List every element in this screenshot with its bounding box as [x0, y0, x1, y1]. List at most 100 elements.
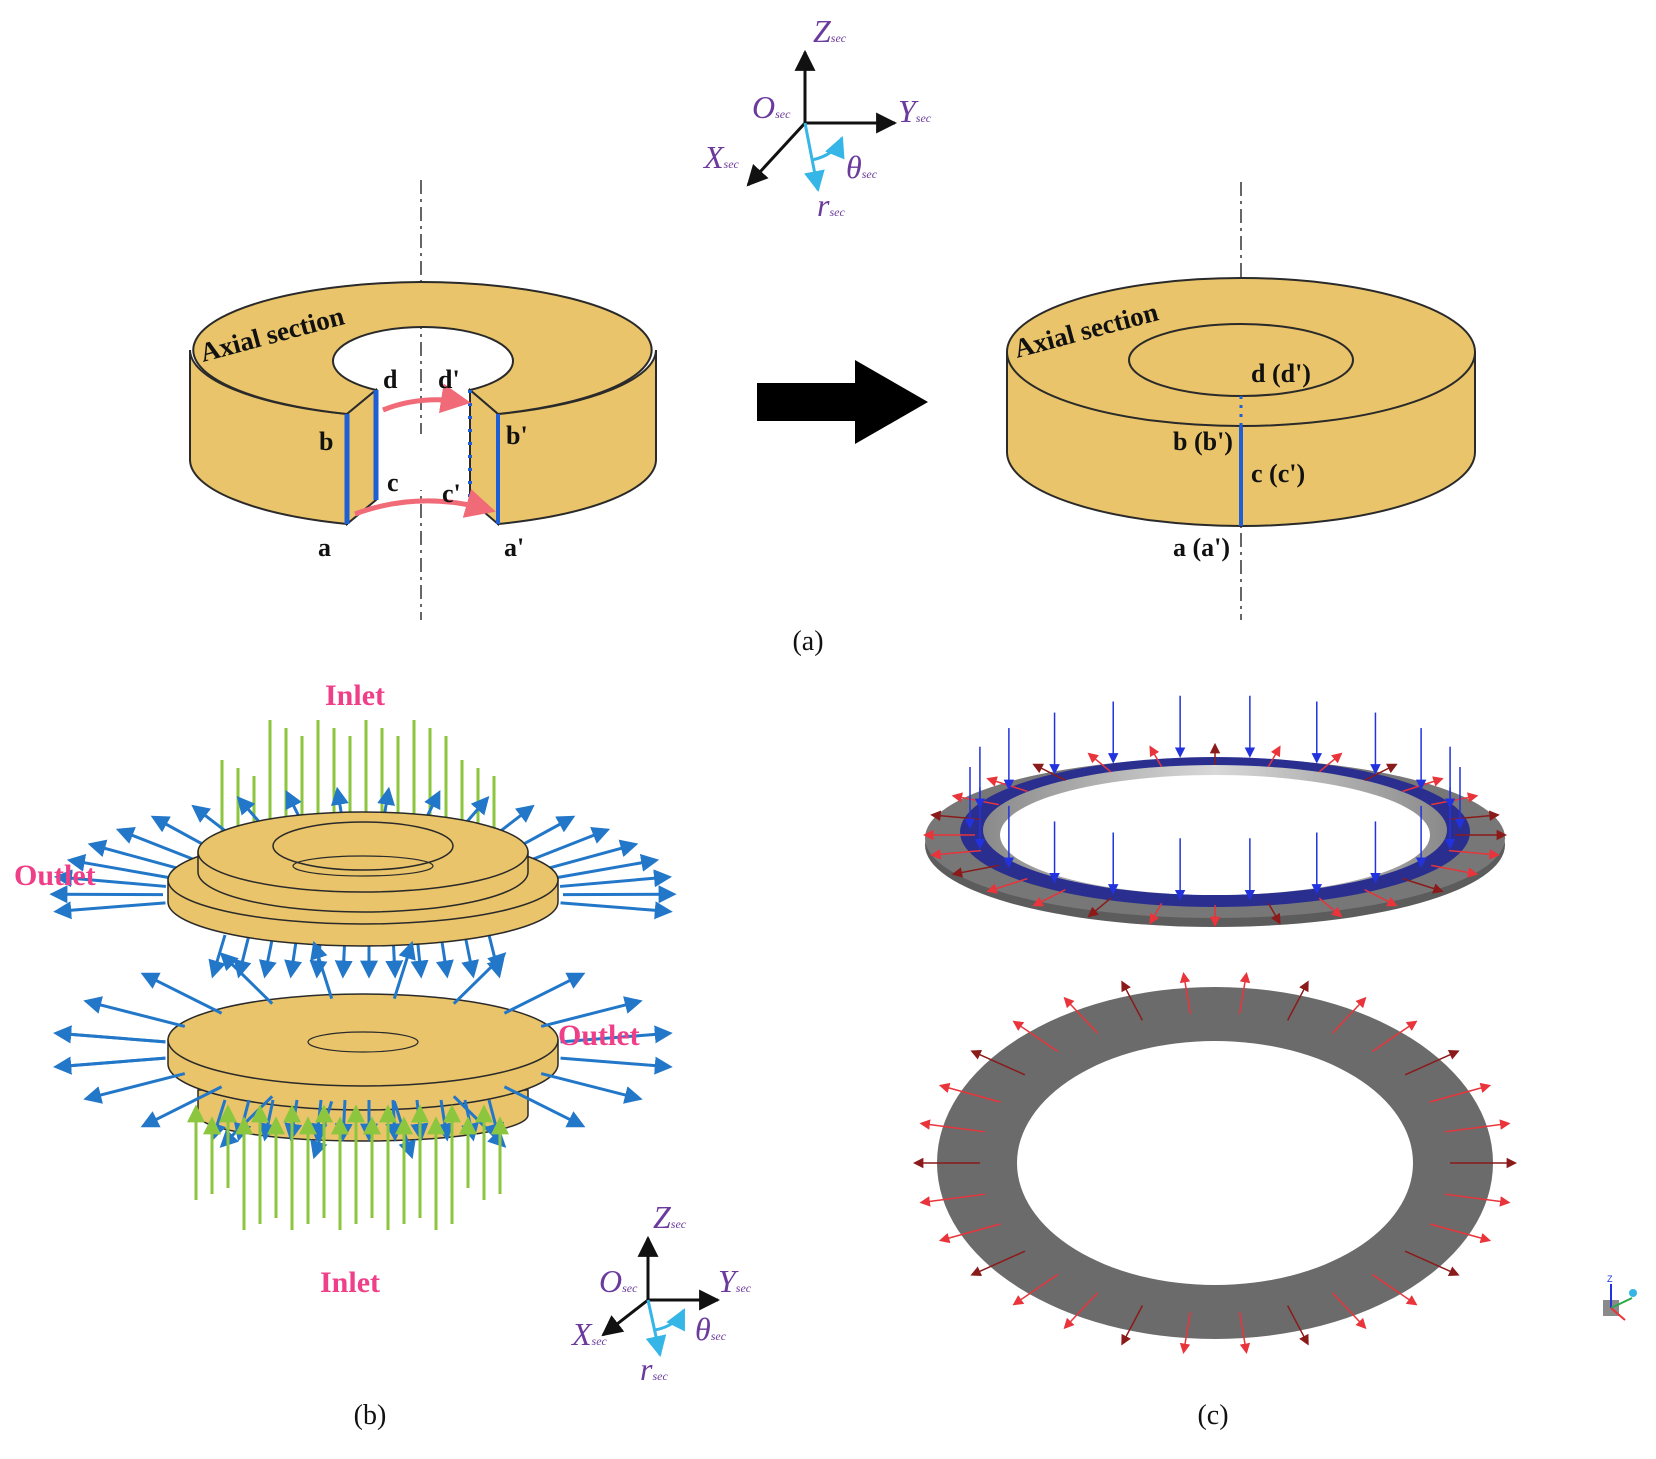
force-arrow [1087, 897, 1112, 918]
point-a-left: a [318, 533, 331, 562]
point-b-prime-left: b' [506, 421, 528, 450]
lower-ring-model [937, 987, 1493, 1339]
caption-a: (a) [792, 626, 823, 657]
point-c-prime-left: c' [442, 479, 461, 508]
force-arrow [1444, 1193, 1511, 1207]
force-arrow [1179, 1312, 1192, 1355]
outlet-arrow [560, 901, 673, 920]
origin-label: O [752, 89, 775, 125]
outlet-arrow [53, 869, 167, 888]
force-arrow [1318, 897, 1343, 918]
point-d-right: d (d') [1251, 359, 1311, 388]
point-c-right: c (c') [1251, 459, 1305, 488]
panel-c: Z (c) [912, 695, 1637, 1431]
force-arrow [1371, 1273, 1418, 1306]
theta-label-bottom: θ [695, 1311, 711, 1347]
outlet-label-right: Outlet [558, 1019, 640, 1052]
force-arrow [930, 849, 982, 860]
view-triad-icon: Z [1603, 1274, 1637, 1321]
point-a-right: a (a') [1173, 533, 1230, 562]
force-arrow [1444, 1119, 1511, 1133]
force-arrow [1063, 1292, 1099, 1330]
r-axis-label-bottom: r [640, 1351, 653, 1387]
force-arrow [1429, 1223, 1492, 1244]
outlet-arrow [452, 952, 507, 1005]
outlet-arrow [53, 1025, 166, 1044]
force-arrow [970, 1250, 1026, 1277]
force-arrow [1331, 1292, 1367, 1330]
z-axis-label-bottom: Z [653, 1199, 672, 1235]
svg-text:Osec: Osec [752, 89, 791, 125]
point-b-right: b (b') [1173, 427, 1233, 456]
transform-arrow [757, 360, 928, 444]
outlet-arrow [551, 853, 660, 880]
theta-label: θ [846, 149, 862, 185]
force-arrow [1121, 1305, 1144, 1346]
svg-text:θsec: θsec [695, 1311, 727, 1347]
outlet-arrow [140, 972, 223, 1015]
inlet-label-bottom: Inlet [320, 1266, 380, 1299]
force-arrow [1448, 849, 1500, 860]
outlet-arrow [385, 1099, 404, 1142]
lower-disk [167, 993, 559, 1142]
svg-text:θsec: θsec [846, 149, 878, 185]
svg-text:rsec: rsec [817, 187, 845, 223]
force-arrow [1179, 971, 1192, 1014]
point-b-left: b [319, 427, 333, 456]
force-arrow [938, 1082, 1001, 1103]
outlet-arrow [140, 1085, 223, 1128]
outlet-arrow [310, 940, 334, 1000]
upper-disk [167, 811, 559, 947]
x-axis-label-bottom: X [570, 1316, 593, 1352]
outlet-arrow [53, 901, 166, 920]
force-arrow [1063, 996, 1099, 1034]
svg-text:Ysec: Ysec [718, 1263, 752, 1299]
force-arrow [1149, 745, 1163, 768]
closed-ring-right [1006, 277, 1476, 527]
caption-c: (c) [1197, 1400, 1228, 1431]
svg-text:Zsec: Zsec [813, 13, 847, 49]
outlet-arrow [503, 1085, 586, 1128]
outlet-arrow [66, 853, 175, 880]
outlet-arrow [334, 1099, 353, 1142]
x-axis-label: X [702, 139, 725, 175]
force-arrow [938, 1223, 1001, 1244]
force-arrow [1238, 1312, 1251, 1355]
inlet-arrows-bottom [187, 1104, 509, 1230]
point-c-left: c [387, 468, 399, 497]
force-arrow [1267, 745, 1281, 768]
svg-text:Xsec: Xsec [570, 1316, 608, 1352]
force-arrow [970, 1049, 1026, 1076]
force-arrow [1032, 889, 1066, 907]
force-arrow [1149, 902, 1163, 925]
svg-text:Ysec: Ysec [898, 93, 932, 129]
outlet-arrow [560, 1056, 673, 1075]
outlet-arrow [83, 996, 186, 1028]
inlet-label-top: Inlet [325, 679, 385, 712]
force-arrow [1267, 902, 1281, 925]
outlet-arrow [208, 934, 227, 979]
panel-b: Inlet Inlet Outlet Outlet Zsec Ysec Xsec… [14, 679, 752, 1431]
outlet-arrow [392, 940, 416, 1000]
force-arrow [1371, 1020, 1418, 1053]
r-axis-label: r [817, 187, 830, 223]
force-arrow [1238, 971, 1251, 1014]
y-axis-label-bottom: Y [718, 1263, 739, 1299]
svg-text:Xsec: Xsec [702, 139, 740, 175]
force-arrow [1402, 877, 1444, 894]
z-axis-label: Z [813, 13, 832, 49]
outlet-arrow [233, 934, 252, 979]
force-arrow [1331, 996, 1367, 1034]
force-arrow [1431, 864, 1479, 878]
force-arrows [912, 695, 1518, 1355]
outlet-label-left: Outlet [14, 859, 96, 892]
outlet-arrow [83, 1072, 186, 1104]
y-axis-label: Y [898, 93, 919, 129]
panel-a: Axial section d d' b b' c c' a a' Axial … [189, 180, 1476, 657]
upper-ring-model [925, 757, 1505, 927]
force-arrow [1364, 889, 1398, 907]
bottom-coordinate-triad: Zsec Ysec Xsec Osec rsec θsec [570, 1199, 752, 1387]
outlet-arrow [87, 839, 188, 873]
cut-ring-left [189, 280, 657, 527]
